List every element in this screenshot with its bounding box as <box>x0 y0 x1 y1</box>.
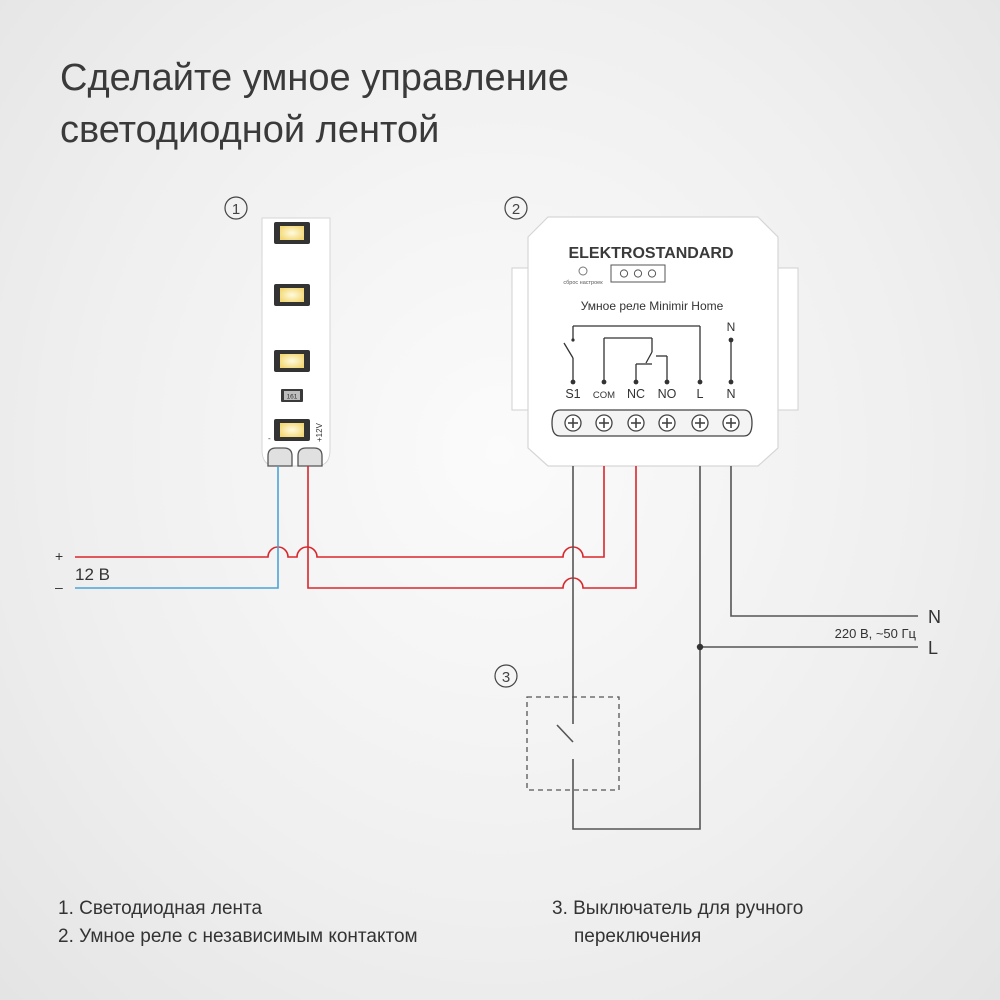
junction-dot <box>696 643 704 651</box>
negative-wire <box>75 466 279 589</box>
screw-icon <box>691 414 709 432</box>
title-line-1: Сделайте умное управление <box>60 57 570 99</box>
marker-strip-label: 1 <box>232 201 240 218</box>
screw-icon <box>658 414 676 432</box>
screw-icon <box>595 414 613 432</box>
strip-positive-wire <box>307 466 637 589</box>
dc-minus-label: – <box>55 579 63 595</box>
relay-brand: ELEKTROSTANDARD <box>568 245 733 262</box>
reset-label: сброс настроек <box>563 280 603 286</box>
terminal-label-s1: S1 <box>565 387 580 401</box>
led-indicator-panel <box>610 264 666 283</box>
ac-spec-label: 220 В, ~50 Гц <box>835 626 917 641</box>
resistor-chip: 161 <box>281 389 303 402</box>
line-wire <box>699 466 918 648</box>
legend-right: 3. Выключатель для ручного переключения <box>552 895 803 951</box>
marker-switch-label: 3 <box>502 669 510 686</box>
led-chip <box>274 284 310 306</box>
relay-internal-schematic <box>563 325 732 382</box>
screw-icon <box>627 414 645 432</box>
relay-model: Умное реле Minimir Home <box>581 299 724 313</box>
terminal-block <box>551 409 753 437</box>
title-line-2: светодиодной лентой <box>60 109 440 151</box>
terminal-labels: S1 COM NC NO L N <box>565 387 735 401</box>
strip-minus-label: - <box>268 434 271 443</box>
marker-strip: 1 <box>224 196 248 220</box>
wires-ac <box>556 466 918 830</box>
smart-relay: ELEKTROSTANDARD сброс настроек Умное рел… <box>511 216 799 467</box>
legend-item-3: 3. Выключатель для ручного <box>552 898 804 919</box>
terminal-label-n: N <box>726 387 735 401</box>
switch-return-wire <box>572 647 701 830</box>
switch-contact <box>556 724 574 743</box>
terminal-label-nc: NC <box>627 387 645 401</box>
manual-switch-box <box>526 696 620 791</box>
terminal-label-com: COM <box>593 390 615 401</box>
screw-icon <box>564 414 582 432</box>
dc-plus-label: + <box>55 548 63 564</box>
marker-relay: 2 <box>504 196 528 220</box>
strip-plus-label: +12V <box>315 422 324 442</box>
dc-voltage-label: 12 В <box>75 565 110 584</box>
terminal-label-no: NO <box>658 387 677 401</box>
terminal-dots <box>570 337 734 385</box>
marker-relay-label: 2 <box>512 201 520 218</box>
marker-switch: 3 <box>494 664 518 688</box>
wires-dc <box>75 466 637 589</box>
neutral-wire <box>730 466 918 617</box>
led-strip: 161 - +12V <box>261 217 331 467</box>
legend-left: 1. Светодиодная лента 2. Умное реле с не… <box>58 895 418 951</box>
legend-item-2: 2. Умное реле с независимым контактом <box>58 926 418 947</box>
page-title: Сделайте умное управление светодиодной л… <box>60 52 569 156</box>
led-chip <box>274 222 310 244</box>
resistor-label: 161 <box>287 394 298 401</box>
ac-l-label: L <box>928 638 938 658</box>
led-chip <box>274 350 310 372</box>
legend-item-3-continued: переключения <box>574 926 702 947</box>
ac-n-label: N <box>928 607 941 627</box>
led-chip <box>274 419 310 441</box>
positive-wire <box>75 466 605 558</box>
terminal-label-l: L <box>697 387 704 401</box>
legend-item-1: 1. Светодиодная лента <box>58 898 263 919</box>
relay-n-top-label: N <box>727 320 736 334</box>
screw-icon <box>722 414 740 432</box>
